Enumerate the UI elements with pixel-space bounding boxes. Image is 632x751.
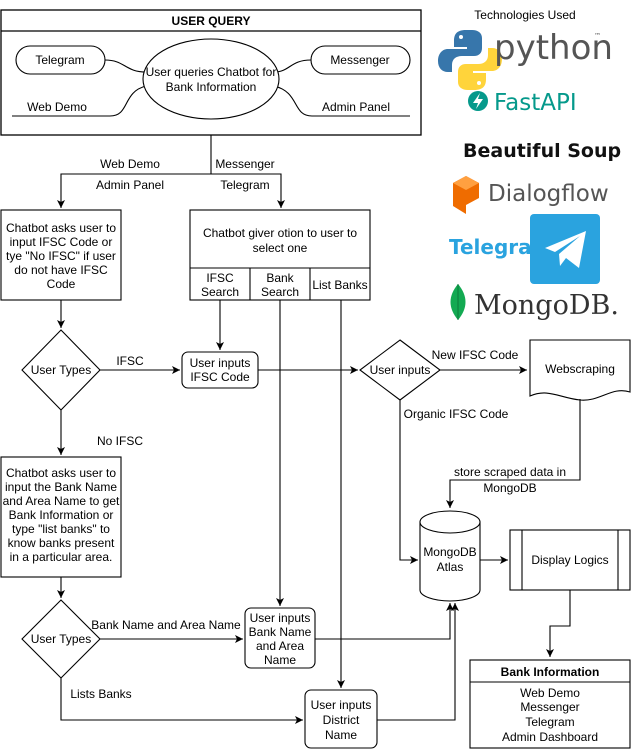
chatbot-bank-line2: input the Bank Name bbox=[5, 480, 117, 494]
webscraping-node: Webscraping bbox=[529, 339, 631, 401]
admin-panel-node-label: Admin Panel bbox=[322, 100, 390, 114]
option-ifsc-search-line2: Search bbox=[201, 285, 239, 299]
telegram-logo: Telegram bbox=[449, 214, 600, 284]
telegram-node bbox=[15, 45, 106, 75]
user-inputs-diamond: User inputs bbox=[359, 339, 441, 401]
mongodb-wordmark: MongoDB. bbox=[474, 290, 619, 321]
user-inputs-bank-line4: Name bbox=[264, 653, 296, 667]
mongodb-atlas-line1: MongoDB bbox=[423, 545, 476, 559]
user-query-box: USER QUERY Telegram Messenger User queri… bbox=[0, 9, 422, 136]
bank-info-item-web-demo: Web Demo bbox=[520, 686, 580, 700]
chatbot-bank-box: Chatbot asks user to input the Bank Name… bbox=[0, 456, 122, 578]
no-ifsc-edge-label: No IFSC bbox=[97, 434, 143, 448]
telegram-node-label: Telegram bbox=[35, 53, 84, 67]
web-demo-node-label: Web Demo bbox=[27, 100, 87, 114]
display-logics-node: Display Logics bbox=[509, 529, 631, 591]
organic-ifsc-edge-label: Organic IFSC Code bbox=[404, 407, 509, 421]
webscraping-label: Webscraping bbox=[545, 362, 615, 376]
technologies-panel: Technologies Used python ™ FastAPI Beaut… bbox=[438, 8, 621, 321]
bank-info-item-messenger: Messenger bbox=[520, 700, 579, 714]
option-ifsc-search-line1: IFSC bbox=[206, 271, 234, 285]
display-logics-label: Display Logics bbox=[531, 553, 608, 567]
user-inputs-bank-line3: and Area bbox=[256, 639, 304, 653]
chatbot-bank-line7: in a particular area. bbox=[10, 550, 113, 564]
user-queries-chatbot-ellipse bbox=[142, 38, 280, 120]
dialogflow-wordmark: Dialogflow bbox=[488, 181, 609, 207]
user-queries-chatbot-line1: User queries Chatbot for bbox=[146, 65, 277, 79]
dialogflow-logo: Dialogflow bbox=[453, 176, 609, 214]
beautifulsoup-logo: Beautiful Soup bbox=[463, 140, 621, 162]
mongodb-atlas-node: MongoDB Atlas bbox=[419, 510, 481, 602]
user-types-1-label: User Types bbox=[31, 363, 91, 377]
user-types-diamond-1: User Types bbox=[21, 329, 101, 411]
chatbot-bank-line4: Bank Information or bbox=[9, 508, 114, 522]
fastapi-logo: FastAPI bbox=[468, 90, 577, 116]
chatbot-ifsc-line3: tye "No IFSC" if user bbox=[6, 249, 116, 263]
python-snake-icon bbox=[438, 30, 502, 90]
chatbot-bank-line5: type "list banks" to bbox=[12, 522, 110, 536]
user-inputs-district-box: User inputs District Name bbox=[304, 689, 378, 749]
ifsc-edge-label: IFSC bbox=[116, 354, 144, 368]
new-ifsc-edge-label: New IFSC Code bbox=[432, 348, 519, 362]
user-inputs-bank-line1: User inputs bbox=[250, 611, 311, 625]
user-types-diamond-2: User Types bbox=[21, 599, 101, 679]
bank-area-edge-label: Bank Name and Area Name bbox=[91, 618, 241, 632]
chatbot-options-line2: select one bbox=[253, 241, 308, 255]
option-list-banks: List Banks bbox=[312, 278, 367, 292]
branch-messenger: Messenger bbox=[215, 157, 274, 171]
user-inputs-ifsc-line2: IFSC Code bbox=[190, 370, 250, 384]
chatbot-bank-line3: and Area Name to get bbox=[3, 494, 120, 508]
chatbot-ifsc-line4: do not have IFSC bbox=[14, 263, 108, 277]
mongodb-atlas-line2: Atlas bbox=[437, 560, 464, 574]
chatbot-ifsc-line2: input IFSC Code or bbox=[10, 235, 113, 249]
chatbot-options-box: Chatbot giver otion to user to select on… bbox=[189, 209, 371, 301]
user-inputs-district-line1: User inputs bbox=[311, 698, 372, 712]
split-connectors: Web Demo Admin Panel Messenger Telegram bbox=[57, 135, 285, 208]
user-inputs-district-line3: Name bbox=[325, 728, 357, 742]
user-inputs-district-line2: District bbox=[323, 713, 360, 727]
user-inputs-bank-line2: Bank Name bbox=[249, 625, 312, 639]
python-wordmark: python bbox=[494, 28, 613, 68]
bank-info-item-admin-dashboard: Admin Dashboard bbox=[502, 730, 598, 744]
option-bank-search-line2: Search bbox=[261, 285, 299, 299]
bank-info-item-telegram: Telegram bbox=[525, 715, 574, 729]
python-tm: ™ bbox=[594, 32, 601, 40]
chatbot-ifsc-line5: Code bbox=[47, 277, 76, 291]
branch-admin-panel: Admin Panel bbox=[96, 178, 164, 192]
user-inputs-ifsc-box: User inputs IFSC Code bbox=[181, 351, 259, 389]
messenger-node bbox=[310, 45, 411, 75]
messenger-node-label: Messenger bbox=[330, 53, 389, 67]
chatbot-bank-line1: Chatbot asks user to bbox=[6, 466, 116, 480]
chatbot-bank-line6: know banks present bbox=[8, 536, 115, 550]
user-inputs-ifsc-line1: User inputs bbox=[190, 356, 251, 370]
technologies-title: Technologies Used bbox=[474, 8, 575, 22]
user-inputs-bank-box: User inputs Bank Name and Area Name bbox=[244, 607, 316, 669]
chatbot-ifsc-box: Chatbot asks user to input IFSC Code or … bbox=[0, 209, 122, 301]
fastapi-wordmark: FastAPI bbox=[494, 90, 577, 116]
chatbot-options-line1: Chatbot giver otion to user to bbox=[203, 226, 357, 240]
bank-information-box: Bank Information Web Demo Messenger Tele… bbox=[469, 659, 631, 749]
python-logo: python ™ bbox=[438, 28, 613, 90]
option-bank-search-line1: Bank bbox=[266, 271, 294, 285]
lists-banks-edge-label: Lists Banks bbox=[70, 687, 131, 701]
mongodb-logo: MongoDB. bbox=[450, 284, 619, 321]
bank-information-title: Bank Information bbox=[501, 665, 600, 679]
user-queries-chatbot-line2: Bank Information bbox=[166, 80, 257, 94]
user-inputs-diamond-label: User inputs bbox=[370, 363, 431, 377]
chatbot-ifsc-line1: Chatbot asks user to bbox=[6, 221, 116, 235]
user-types-2-label: User Types bbox=[31, 632, 91, 646]
store-label-line2: MongoDB bbox=[483, 481, 536, 495]
branch-web-demo: Web Demo bbox=[100, 157, 160, 171]
user-query-title: USER QUERY bbox=[172, 14, 251, 28]
store-label-line1: store scraped data in bbox=[454, 465, 566, 479]
branch-telegram: Telegram bbox=[220, 178, 269, 192]
